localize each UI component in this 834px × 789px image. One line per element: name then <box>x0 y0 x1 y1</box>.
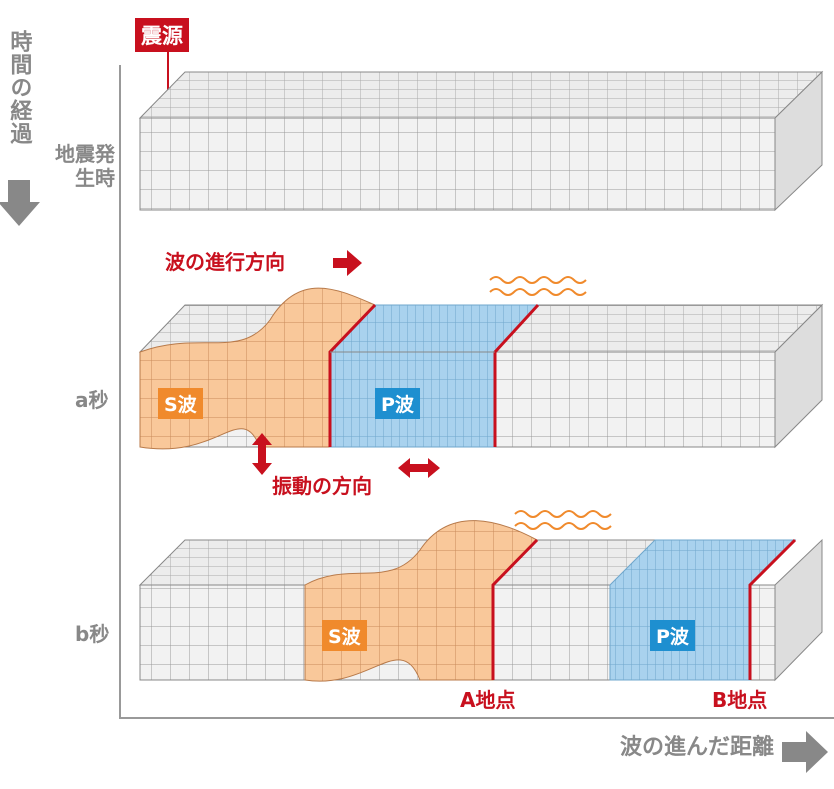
time-arrow-icon <box>0 180 40 226</box>
block-a-seconds <box>138 287 824 450</box>
point-b-label: B地点 <box>712 688 768 712</box>
distance-arrow-icon <box>782 731 828 773</box>
row-label-a: a秒 <box>75 388 109 412</box>
wave-squiggle-icon <box>489 276 612 530</box>
block-b-seconds <box>138 520 823 682</box>
horizontal-vibration-arrow-icon <box>398 458 440 478</box>
p-wave-tag-a: P波 <box>375 388 420 419</box>
row-label-b: b秒 <box>75 622 110 646</box>
axes <box>119 65 834 719</box>
row-label-initial: 地震発生時 <box>55 142 115 190</box>
vertical-vibration-arrow-icon <box>252 433 272 475</box>
propagation-arrow-icon <box>333 250 362 276</box>
s-wave-tag-a: S波 <box>158 388 203 419</box>
distance-axis-label: 波の進んだ距離 <box>620 735 775 760</box>
s-wave-tag-b: S波 <box>322 620 367 651</box>
block-initial <box>138 70 824 212</box>
point-a-label: A地点 <box>460 688 516 712</box>
vibration-label: 振動の方向 <box>272 474 372 498</box>
epicenter-label: 震源 <box>135 18 189 52</box>
p-wave-tag-b: P波 <box>650 620 695 651</box>
propagation-label: 波の進行方向 <box>165 250 285 274</box>
time-axis-label: 時間の経過 <box>6 30 32 145</box>
